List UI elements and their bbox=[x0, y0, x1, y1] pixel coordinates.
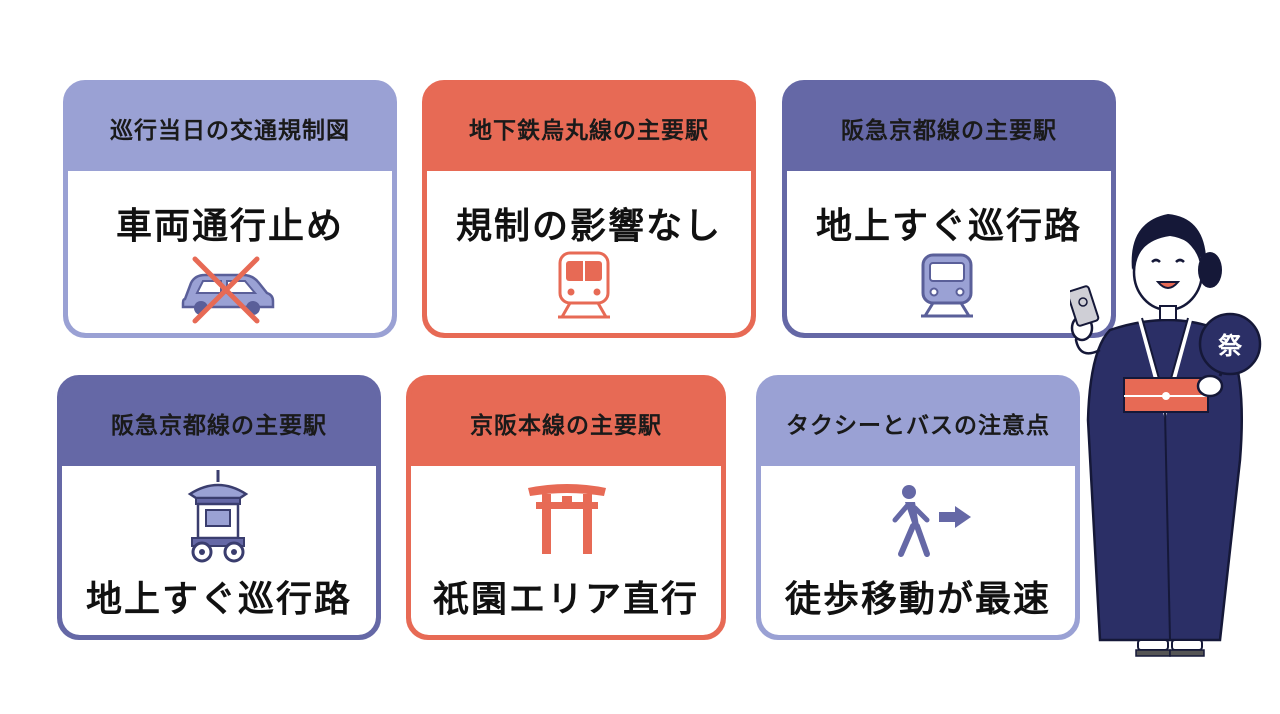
card-hankyu-kyoto-1: 阪急京都線の主要駅 地上すぐ巡行路 bbox=[782, 80, 1116, 338]
card-hankyu-kyoto-2: 阪急京都線の主要駅 地上すぐ巡行路 bbox=[57, 375, 381, 640]
card-body: 規制の影響なし bbox=[427, 171, 751, 333]
card-body: 車両通行止め bbox=[68, 171, 392, 333]
card-body: 地上すぐ巡行路 bbox=[62, 466, 376, 635]
car-crossed-icon bbox=[173, 253, 283, 329]
card-header: 地下鉄烏丸線の主要駅 bbox=[427, 85, 751, 171]
card-taxi-bus: タクシーとバスの注意点 徒歩移動が最速 bbox=[756, 375, 1080, 640]
card-main-text: 地上すぐ巡行路 bbox=[815, 206, 1082, 247]
card-main-text: 祇園エリア直行 bbox=[432, 579, 699, 620]
card-body: 祇園エリア直行 bbox=[411, 466, 721, 635]
woman-in-yukata-illustration: 祭 bbox=[1066, 200, 1270, 680]
card-main-text: 地上すぐ巡行路 bbox=[85, 579, 352, 620]
festival-float-icon bbox=[180, 468, 256, 568]
card-main-text: 車両通行止め bbox=[115, 206, 344, 247]
card-main-text: 規制の影響なし bbox=[455, 206, 722, 247]
card-traffic-regulation: 巡行当日の交通規制図 車両通行止め bbox=[63, 80, 397, 338]
train-front-icon bbox=[917, 253, 977, 323]
card-subway-karasuma: 地下鉄烏丸線の主要駅 規制の影響なし bbox=[422, 80, 756, 338]
card-body: 徒歩移動が最速 bbox=[761, 466, 1075, 635]
card-header: 阪急京都線の主要駅 bbox=[62, 380, 376, 466]
card-header: 巡行当日の交通規制図 bbox=[68, 85, 392, 171]
card-header: タクシーとバスの注意点 bbox=[761, 380, 1075, 466]
card-keihan: 京阪本線の主要駅 祇園エリア直行 bbox=[406, 375, 726, 640]
torii-gate-icon bbox=[524, 480, 610, 560]
card-main-text: 徒歩移動が最速 bbox=[784, 579, 1051, 620]
card-body: 地上すぐ巡行路 bbox=[787, 171, 1111, 333]
fan-text: 祭 bbox=[1218, 332, 1242, 360]
walking-person-arrow-icon bbox=[879, 482, 979, 566]
card-header: 京阪本線の主要駅 bbox=[411, 380, 721, 466]
subway-train-icon bbox=[554, 251, 614, 325]
card-header: 阪急京都線の主要駅 bbox=[787, 85, 1111, 171]
